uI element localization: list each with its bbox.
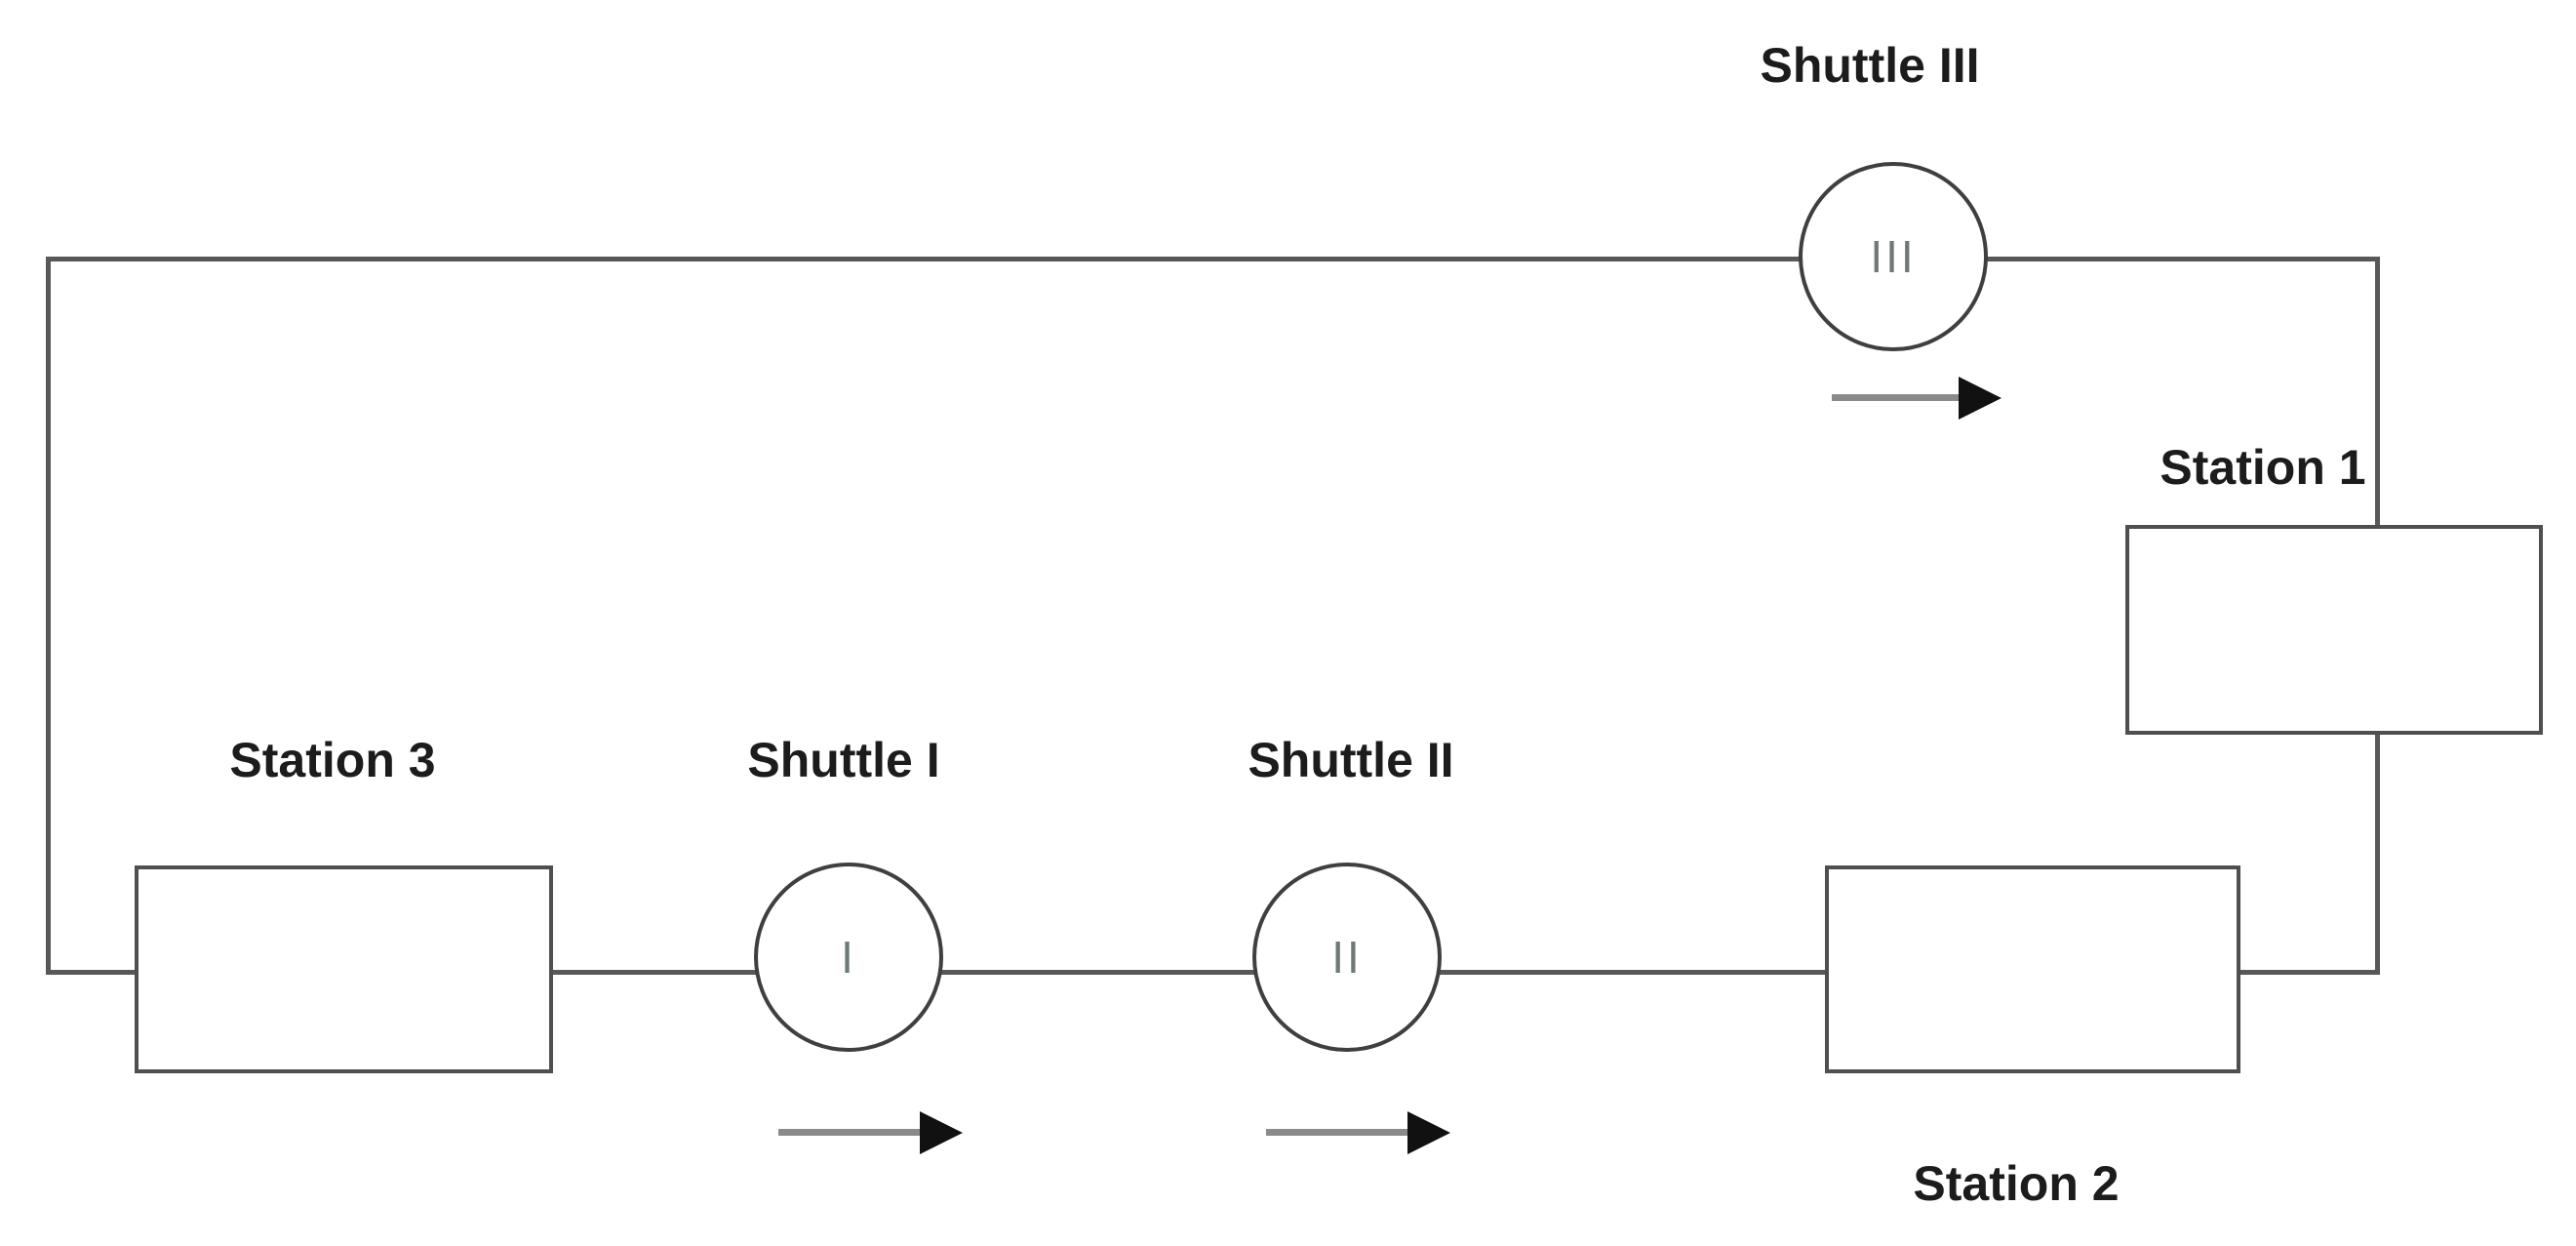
shuttle-1-node: I (754, 863, 943, 1052)
station-3-box (135, 865, 553, 1073)
station-3-label: Station 3 (229, 733, 436, 787)
track-left (46, 257, 51, 975)
arrow-head-icon (1959, 377, 2001, 420)
track-bottom (46, 970, 2380, 975)
arrow-shaft (1266, 1129, 1412, 1136)
track-top (46, 257, 2380, 261)
shuttle-1-symbol: I (841, 932, 856, 983)
shuttle-3-label: Shuttle III (1760, 38, 1980, 93)
arrow-shaft (1832, 394, 1963, 401)
shuttle-2-label: Shuttle II (1248, 733, 1454, 787)
station-1-label: Station 1 (2160, 440, 2366, 495)
station-2-label: Station 2 (1913, 1156, 2120, 1211)
arrow-head-icon (920, 1111, 963, 1154)
station-1-box (2125, 525, 2543, 735)
arrow-head-icon (1407, 1111, 1450, 1154)
shuttle-3-node: III (1799, 162, 1988, 351)
shuttle-2-symbol: II (1331, 932, 1363, 983)
shuttle-1-label: Shuttle I (747, 733, 940, 787)
shuttle-2-node: II (1252, 863, 1442, 1052)
arrow-shaft (778, 1129, 925, 1136)
shuttle-3-symbol: III (1870, 231, 1917, 282)
station-2-box (1825, 865, 2240, 1073)
